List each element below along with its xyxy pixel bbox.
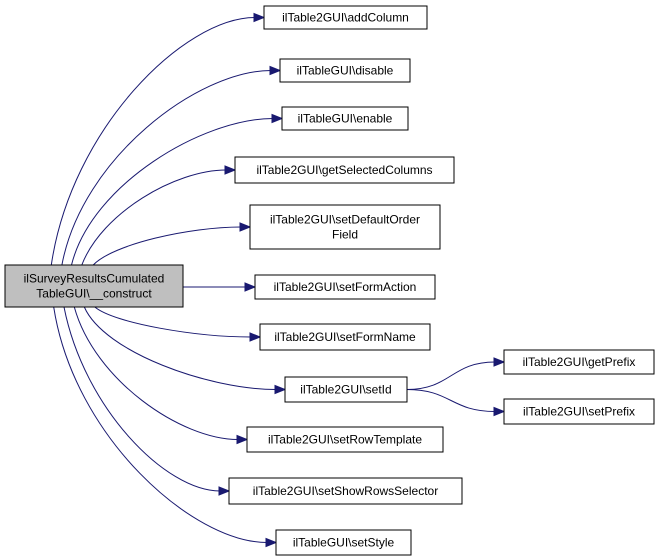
node-addColumn-box[interactable] [263, 5, 428, 30]
node-addColumn-label-0: ilTable2GUI\addColumn [282, 11, 409, 25]
node-setDefaultOrderField-label-1: Field [332, 228, 358, 242]
edge-root-to-getSelectedColumns [81, 169, 227, 266]
node-enable-box[interactable] [281, 106, 409, 131]
nodes-layer: ilSurveyResultsCumulatedTableGUI\__const… [4, 5, 655, 556]
node-getSelectedColumns-box[interactable] [234, 156, 455, 184]
node-setRowTemplate-box[interactable] [246, 426, 444, 453]
node-enable-label-0: ilTableGUI\enable [298, 112, 393, 126]
node-setId-box[interactable] [284, 376, 408, 403]
node-setDefaultOrderField-box[interactable] [249, 204, 441, 250]
edge-root-to-setFormName [94, 306, 252, 338]
arrowhead-getPrefix [493, 357, 506, 367]
node-addColumn[interactable]: ilTable2GUI\addColumn [263, 5, 428, 30]
node-setFormAction[interactable]: ilTable2GUI\setFormAction [254, 274, 436, 300]
node-setPrefix-box[interactable] [503, 398, 655, 425]
node-setShowRowsSelector-box[interactable] [228, 477, 463, 505]
node-setRowTemplate[interactable]: ilTable2GUI\setRowTemplate [246, 426, 444, 453]
edge-root-to-setId [83, 306, 277, 390]
node-getSelectedColumns[interactable]: ilTable2GUI\getSelectedColumns [234, 156, 455, 184]
node-setStyle-label-0: ilTableGUI\setStyle [293, 536, 395, 550]
node-disable-label-0: ilTableGUI\disable [297, 64, 394, 78]
arrowhead-setStyle [265, 537, 278, 548]
edge-root-to-setStyle [53, 306, 268, 543]
node-setShowRowsSelector[interactable]: ilTable2GUI\setShowRowsSelector [228, 477, 463, 505]
node-setFormName[interactable]: ilTable2GUI\setFormName [259, 323, 431, 351]
node-root[interactable]: ilSurveyResultsCumulatedTableGUI\__const… [4, 264, 184, 308]
node-setShowRowsSelector-label-0: ilTable2GUI\setShowRowsSelector [253, 484, 438, 498]
edge-setId-to-setPrefix [406, 389, 496, 412]
node-setStyle[interactable]: ilTableGUI\setStyle [275, 529, 412, 556]
arrowhead-getSelectedColumns [224, 165, 237, 175]
node-setFormAction-box[interactable] [254, 274, 436, 300]
node-enable[interactable]: ilTableGUI\enable [281, 106, 409, 131]
node-setId[interactable]: ilTable2GUI\setId [284, 376, 408, 403]
arrowhead-disable [269, 65, 282, 76]
node-disable-box[interactable] [279, 58, 411, 83]
node-setPrefix[interactable]: ilTable2GUI\setPrefix [503, 398, 655, 425]
node-getSelectedColumns-label-0: ilTable2GUI\getSelectedColumns [256, 163, 432, 177]
node-setFormName-label-0: ilTable2GUI\setFormName [274, 330, 416, 344]
node-getPrefix[interactable]: ilTable2GUI\getPrefix [503, 349, 655, 375]
edge-root-to-setShowRowsSelector [63, 306, 221, 492]
node-disable[interactable]: ilTableGUI\disable [279, 58, 411, 83]
edges-layer [50, 12, 506, 548]
arrowhead-setRowTemplate [236, 434, 249, 445]
node-root-label-1: TableGUI\__construct [36, 287, 152, 301]
node-setDefaultOrderField-label-0: ilTable2GUI\setDefaultOrder [270, 213, 420, 227]
edge-setId-to-getPrefix [406, 361, 496, 390]
arrowhead-setFormName [249, 332, 262, 342]
node-setRowTemplate-label-0: ilTable2GUI\setRowTemplate [268, 433, 422, 447]
node-root-label-0: ilSurveyResultsCumulated [24, 272, 165, 286]
node-getPrefix-box[interactable] [503, 349, 655, 375]
arrowhead-enable [271, 113, 284, 124]
edge-root-to-disable [61, 70, 272, 266]
arrowhead-addColumn [253, 12, 266, 23]
arrowhead-setPrefix [493, 406, 506, 417]
arrowhead-setId [274, 384, 287, 395]
arrowhead-setFormAction [244, 282, 257, 292]
node-setStyle-box[interactable] [275, 529, 412, 556]
edge-root-to-setDefaultOrderField [92, 226, 242, 266]
edge-root-to-addColumn [50, 17, 256, 266]
arrowhead-setDefaultOrderField [239, 222, 252, 232]
node-setFormAction-label-0: ilTable2GUI\setFormAction [274, 280, 417, 294]
edge-root-to-setRowTemplate [73, 306, 239, 440]
node-setPrefix-label-0: ilTable2GUI\setPrefix [523, 405, 635, 419]
edge-root-to-enable [71, 118, 274, 266]
node-setId-label-0: ilTable2GUI\setId [300, 383, 391, 397]
node-root-box[interactable] [4, 264, 184, 308]
node-setFormName-box[interactable] [259, 323, 431, 351]
arrowhead-setShowRowsSelector [218, 486, 231, 496]
node-getPrefix-label-0: ilTable2GUI\getPrefix [523, 355, 636, 369]
